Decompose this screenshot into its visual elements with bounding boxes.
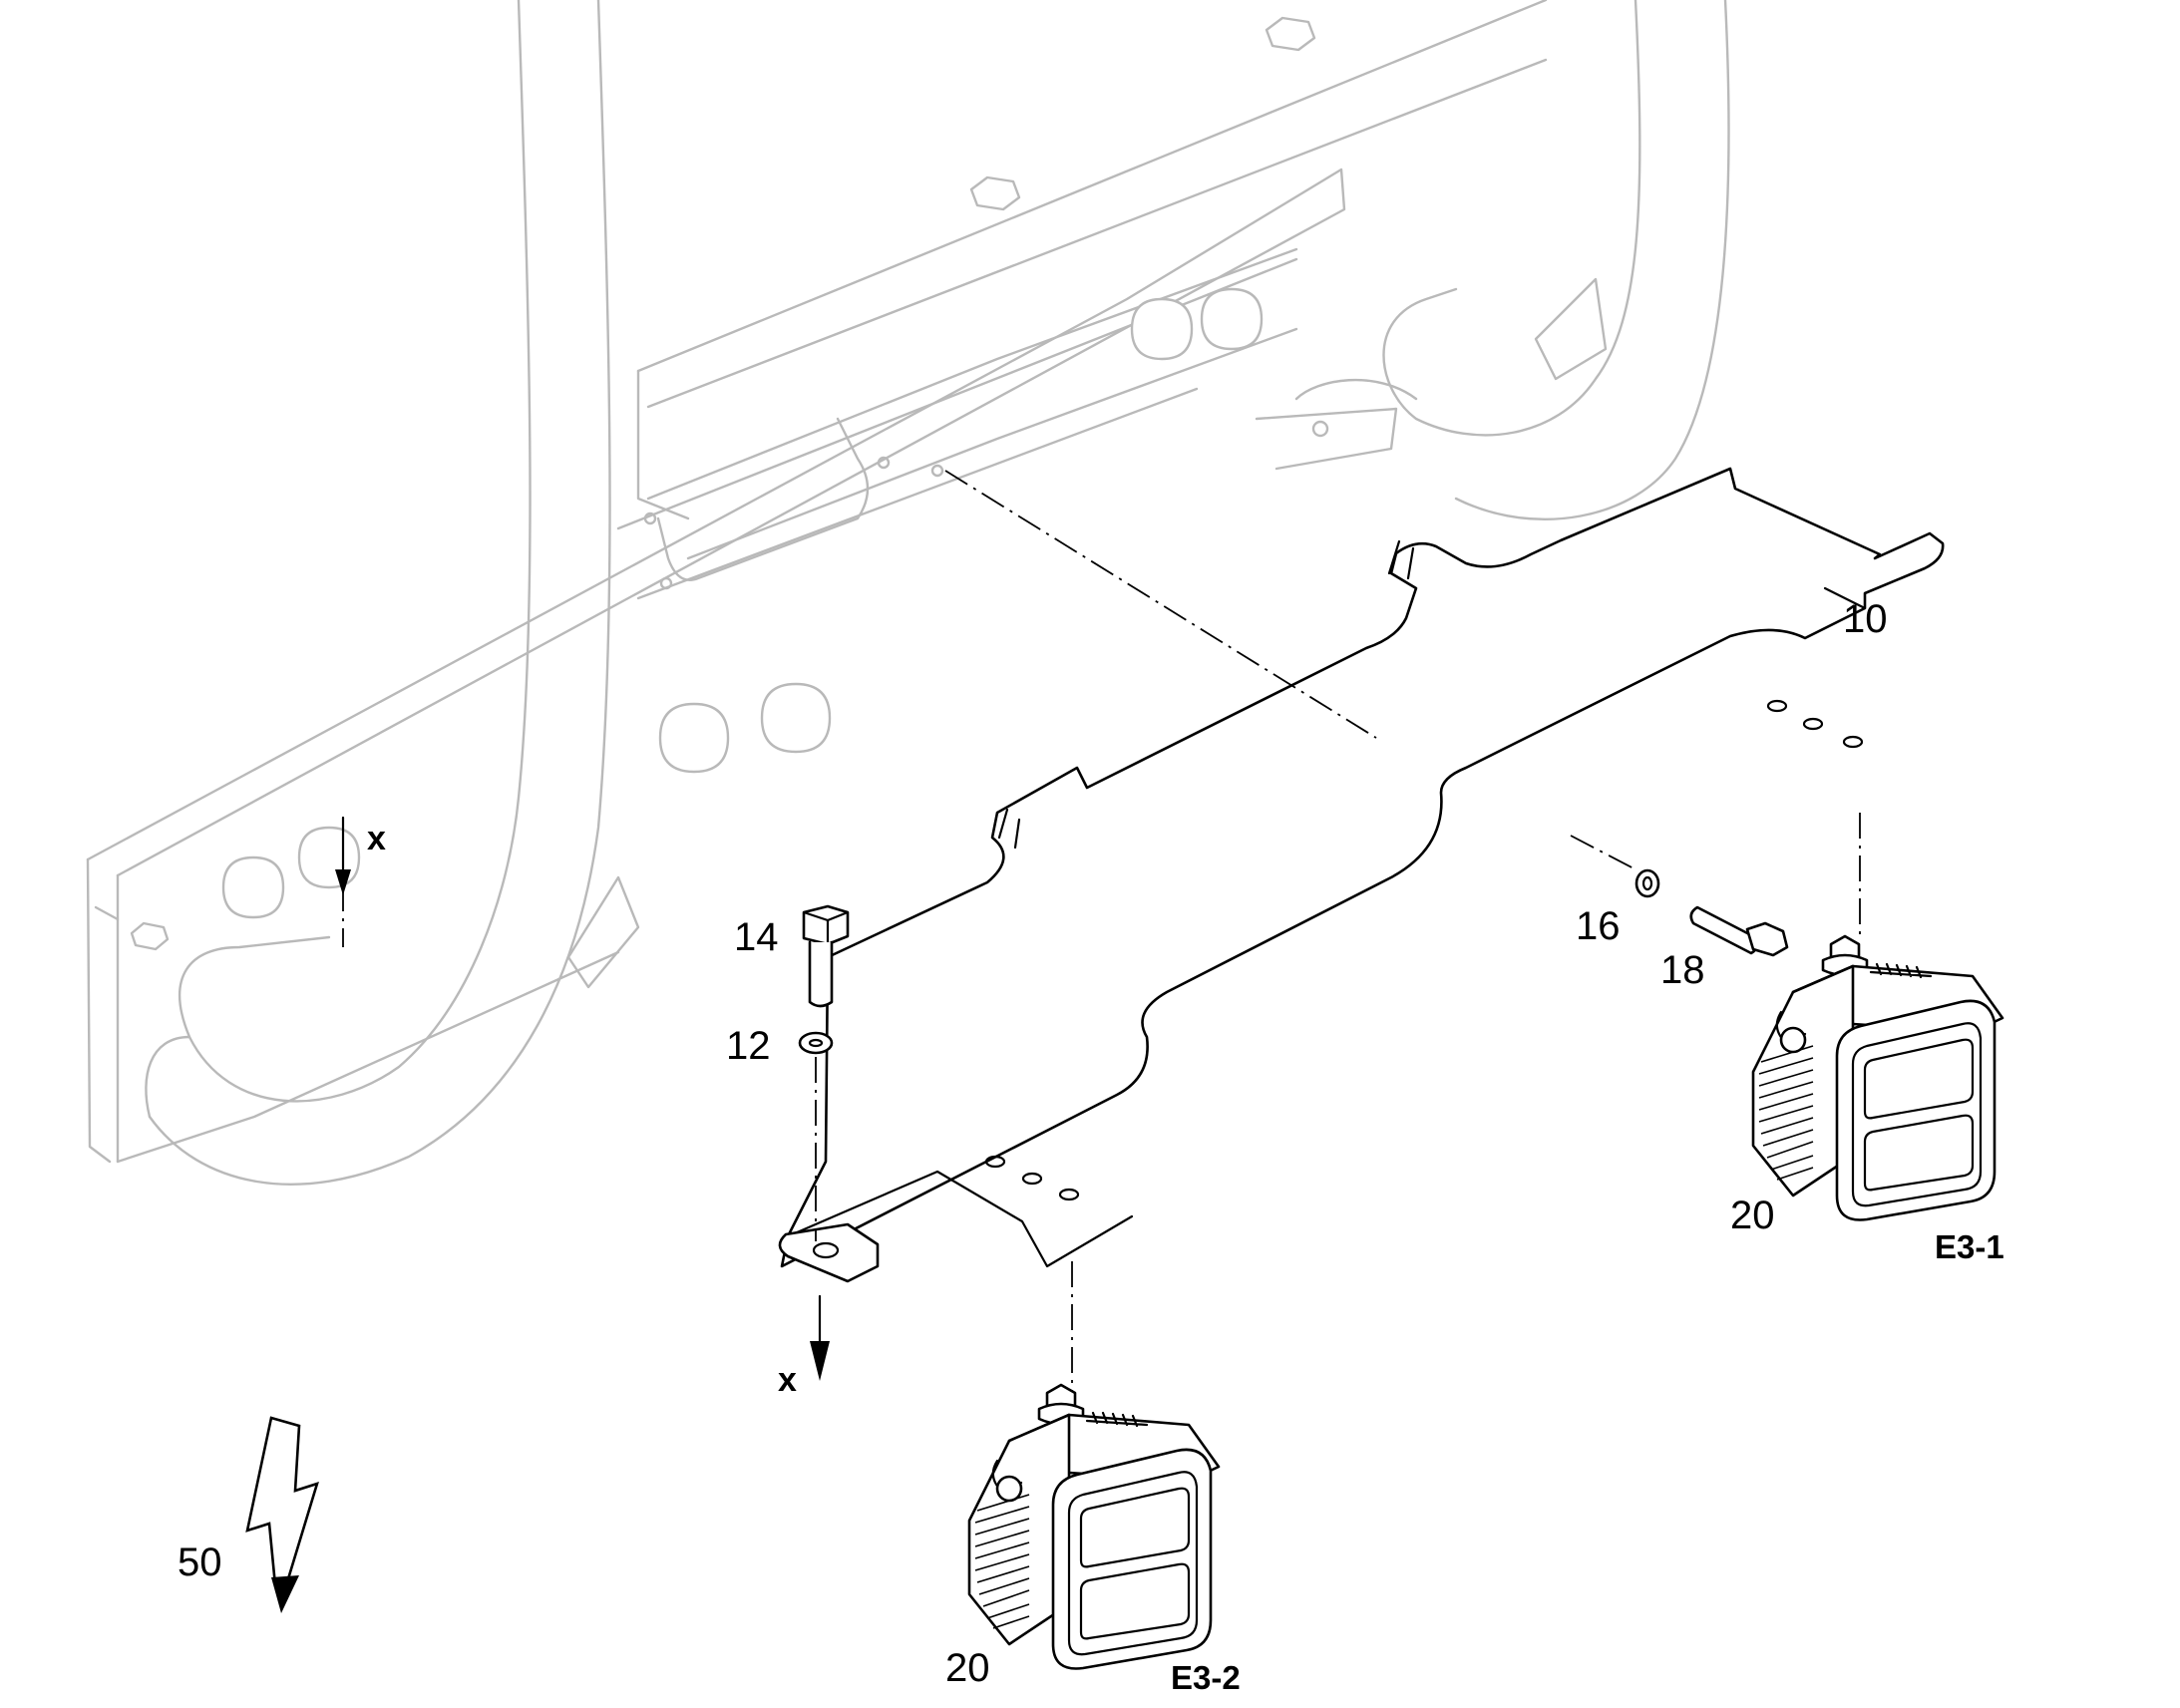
arrow-down-icon — [810, 1294, 830, 1381]
callout-12: 12 — [726, 1024, 771, 1068]
washer-16 — [1635, 868, 1660, 898]
callout-20-right: 20 — [1730, 1194, 1775, 1237]
mounting-bracket — [778, 467, 1945, 1283]
callout-20-left: 20 — [945, 1646, 990, 1690]
callout-16: 16 — [1576, 904, 1621, 948]
washer-12 — [798, 1031, 834, 1055]
reference-mark-x-bottom: x — [778, 1361, 797, 1399]
reference-mark-x-top: x — [367, 820, 386, 857]
callout-50: 50 — [178, 1540, 222, 1584]
bolt-18 — [1689, 905, 1789, 957]
assembly-axes — [342, 470, 1861, 1391]
callout-18: 18 — [1660, 948, 1705, 992]
callout-10: 10 — [1843, 597, 1888, 641]
lamp-tag-e3-1: E3-1 — [1935, 1228, 2004, 1265]
bolt-14 — [802, 904, 850, 1008]
lamp-tag-e3-2: E3-2 — [1171, 1659, 1241, 1696]
callout-14: 14 — [734, 915, 779, 959]
arrow-down-icon — [335, 816, 351, 895]
work-lamp-e3-1 — [1751, 934, 2004, 1221]
lightning-bolt-icon — [245, 1416, 319, 1613]
work-lamp-e3-2 — [967, 1383, 1221, 1670]
